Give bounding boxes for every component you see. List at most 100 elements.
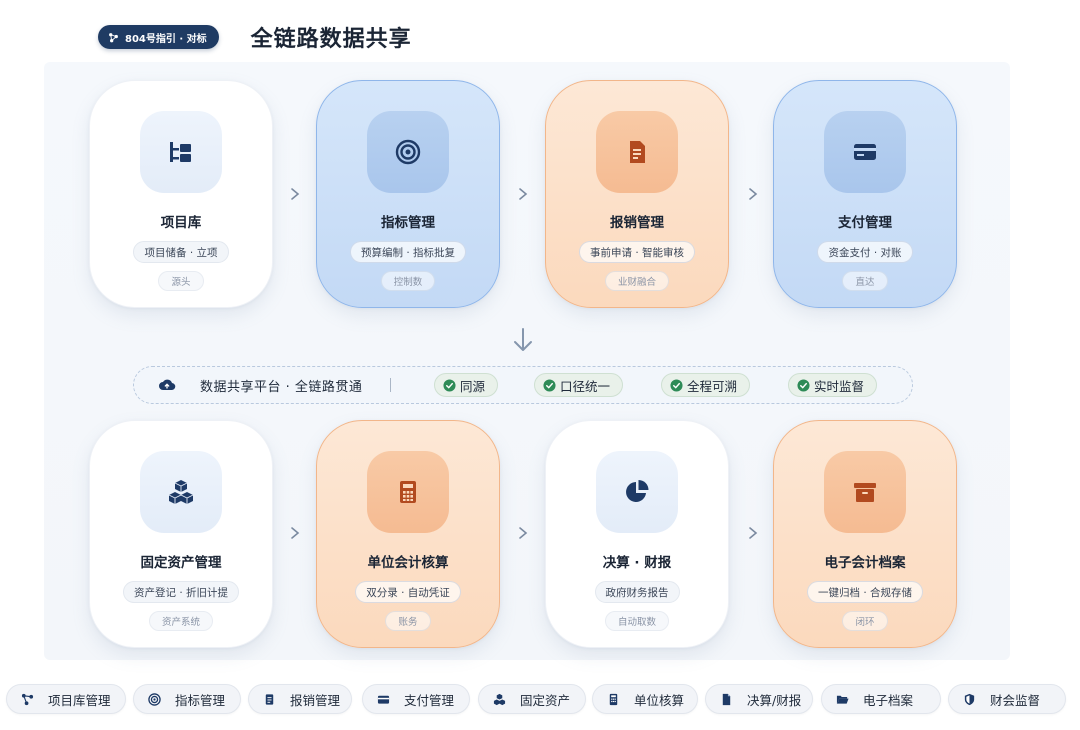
tag-full-traceability: 全程可溯 — [661, 373, 751, 397]
card-unit-accounting[interactable]: 单位会计核算 双分录 · 自动凭证 账务 — [316, 420, 500, 648]
platform-label: 数据共享平台 · 全链路贯通 — [200, 379, 363, 395]
folder-tree-icon — [170, 142, 191, 162]
icon-box — [596, 451, 678, 533]
nav-label: 电子档案 — [863, 692, 914, 708]
icon-box — [824, 111, 906, 193]
card-reimbursement-management[interactable]: 报销管理 事前申请 · 智能审核 业财融合 — [545, 80, 729, 308]
card-tag: 政府财务报告 — [594, 581, 680, 603]
card-subtag: 控制数 — [380, 271, 436, 291]
header: 804号指引 · 对标 全链路数据共享 — [98, 20, 412, 54]
card-subtag: 闭环 — [842, 611, 888, 631]
nav-label: 指标管理 — [175, 692, 226, 708]
card-tag: 资产登记 · 折旧计提 — [122, 581, 239, 603]
nav-item-project-library[interactable]: 项目库管理 — [6, 684, 126, 714]
card-title: 电子会计档案 — [824, 555, 906, 571]
folder-open-icon — [836, 695, 849, 704]
nav-label: 项目库管理 — [48, 692, 111, 708]
card-tag: 预算编制 · 指标批复 — [349, 241, 466, 263]
calculator-icon — [609, 693, 618, 705]
network-icon — [21, 693, 34, 705]
card-fixed-asset-management[interactable]: 固定资产管理 资产登记 · 折旧计提 资产系统 — [89, 420, 273, 648]
card-title: 支付管理 — [838, 215, 892, 231]
nav-item-payment[interactable]: 支付管理 — [362, 684, 470, 714]
icon-box — [140, 111, 222, 193]
card-final-accounts-reports[interactable]: 决算 · 财报 政府财务报告 自动取数 — [545, 420, 729, 648]
nav-item-unit-accounting[interactable]: 单位核算 — [592, 684, 698, 714]
card-tag: 项目储备 · 立项 — [133, 241, 229, 263]
card-electronic-archives[interactable]: 电子会计档案 一键归档 · 合规存储 闭环 — [773, 420, 957, 648]
chevron-right-icon — [291, 188, 300, 200]
icon-box — [367, 451, 449, 533]
check-circle-icon — [443, 378, 456, 392]
tag-unified-caliber: 口径统一 — [534, 373, 624, 397]
nav-item-final-reports[interactable]: 决算/财报 — [705, 684, 813, 714]
card-subtag: 账务 — [385, 611, 431, 631]
page-title: 全链路数据共享 — [250, 27, 412, 52]
tag-label: 口径统一 — [560, 378, 611, 394]
card-title: 单位会计核算 — [367, 555, 449, 571]
tag-same-source: 同源 — [434, 373, 499, 397]
target-icon — [148, 692, 161, 706]
arrow-down-icon — [514, 328, 532, 351]
data-sharing-platform-bar: 数据共享平台 · 全链路贯通 — [133, 366, 913, 404]
nav-label: 决算/财报 — [747, 692, 802, 708]
card-project-library[interactable]: 项目库 项目储备 · 立项 源头 — [89, 80, 273, 308]
icon-box — [367, 111, 449, 193]
badge-text: 804号指引 · 对标 — [125, 33, 207, 45]
card-subtag: 资产系统 — [148, 611, 213, 631]
card-tag: 一键归档 · 合规存储 — [806, 581, 923, 603]
nav-item-indicator[interactable]: 指标管理 — [133, 684, 241, 714]
calculator-icon — [400, 481, 416, 503]
nav-label: 固定资产 — [520, 692, 571, 708]
chevron-right-icon — [519, 188, 528, 200]
tag-realtime-supervision: 实时监督 — [788, 373, 878, 397]
tag-label: 实时监督 — [814, 378, 865, 394]
cloud-upload-icon — [159, 379, 176, 391]
nav-label: 报销管理 — [290, 692, 341, 708]
card-title: 固定资产管理 — [140, 555, 222, 571]
card-subtag: 直达 — [842, 271, 888, 291]
check-circle-icon — [670, 378, 683, 392]
cubes-icon — [168, 480, 194, 504]
card-title: 报销管理 — [610, 215, 664, 231]
card-payment-management[interactable]: 支付管理 资金支付 · 对账 直达 — [773, 80, 957, 308]
check-circle-icon — [543, 378, 556, 392]
chevron-right-icon — [749, 527, 758, 539]
nav-item-reimbursement[interactable]: 报销管理 — [248, 684, 352, 714]
shield-icon — [964, 693, 975, 705]
card-subtag: 源头 — [158, 271, 204, 291]
credit-card-icon — [854, 144, 876, 160]
card-tag: 事前申请 · 智能审核 — [578, 241, 695, 263]
credit-card-icon — [377, 695, 390, 704]
icon-box — [596, 111, 678, 193]
card-indicator-management[interactable]: 指标管理 预算编制 · 指标批复 控制数 — [316, 80, 500, 308]
invoice-icon — [630, 141, 645, 163]
card-title: 项目库 — [160, 215, 202, 231]
card-subtag: 自动取数 — [604, 611, 669, 631]
divider — [390, 378, 392, 392]
receipt-icon — [265, 693, 274, 705]
nav-label: 财会监督 — [990, 692, 1041, 708]
card-tag: 资金支付 · 对账 — [817, 241, 913, 263]
nav-item-fixed-assets[interactable]: 固定资产 — [478, 684, 586, 714]
nav-item-financial-supervision[interactable]: 财会监督 — [948, 684, 1066, 714]
pie-chart-icon — [626, 480, 649, 502]
network-icon — [109, 32, 118, 42]
icon-box — [824, 451, 906, 533]
chevron-right-icon — [291, 527, 300, 539]
target-icon — [395, 139, 421, 165]
chevron-right-icon — [749, 188, 758, 200]
cubes-icon — [493, 693, 506, 705]
check-circle-icon — [797, 378, 810, 392]
archive-box-icon — [854, 483, 876, 502]
tag-label: 全程可溯 — [687, 378, 738, 394]
file-icon — [722, 693, 731, 705]
card-title: 决算 · 财报 — [602, 555, 672, 571]
icon-box — [140, 451, 222, 533]
nav-item-electronic-archives[interactable]: 电子档案 — [821, 684, 941, 714]
card-title: 指标管理 — [381, 215, 435, 231]
chevron-right-icon — [519, 527, 528, 539]
card-subtag: 业财融合 — [604, 271, 669, 291]
guideline-badge: 804号指引 · 对标 — [98, 25, 219, 49]
